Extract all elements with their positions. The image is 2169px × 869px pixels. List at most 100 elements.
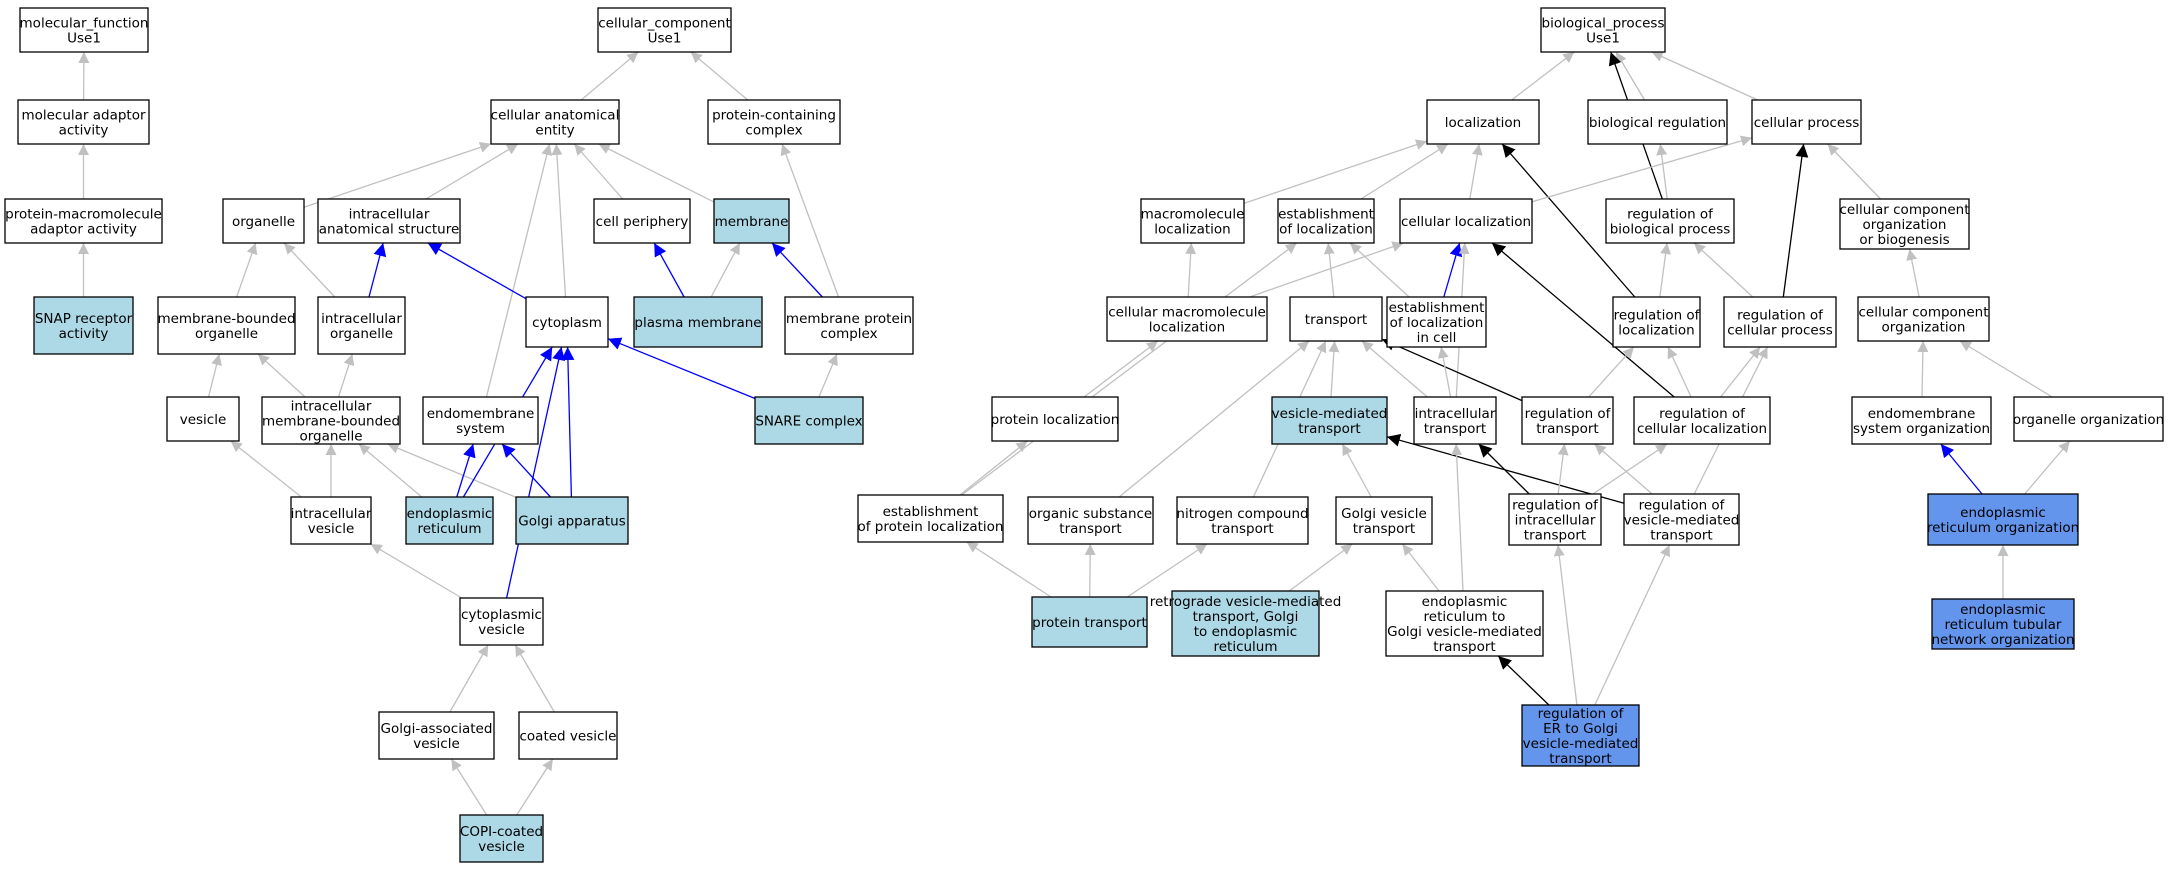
edge-golgi-assoc-vesicle-to-cytoplasmic-vesicle bbox=[449, 644, 489, 713]
node-label-line: establishment bbox=[883, 504, 979, 520]
edge-endomembrane-sys-org-to-cc-organization bbox=[1917, 340, 1929, 398]
node-label-line: transport bbox=[1536, 421, 1598, 437]
edge-establish-prot-loc-to-protein-loc bbox=[959, 440, 1028, 496]
node-label-line: transport bbox=[1549, 751, 1611, 767]
node-label-line: cytoplasmic bbox=[461, 607, 542, 623]
node-box bbox=[19, 7, 149, 53]
node-label-line: regulation of bbox=[1659, 406, 1746, 422]
edge-reg-bio-process-to-bio-regulation bbox=[1656, 143, 1668, 200]
node-label-line: vesicle bbox=[413, 736, 460, 752]
edge-reg-er-to-golgi-to-reg-intracell-transport bbox=[1553, 544, 1578, 706]
node-label-line: Use1 bbox=[67, 31, 101, 47]
edge-intracell-mb-organelle-to-intracell-organelle bbox=[337, 353, 355, 398]
edge-transport-to-establish-loc bbox=[1323, 242, 1335, 298]
node-box bbox=[317, 296, 406, 355]
node-label-line: vesicle-mediated bbox=[1624, 513, 1740, 529]
node-label-line: intracellular bbox=[1515, 513, 1596, 529]
node-label-line: intracellular bbox=[1415, 406, 1496, 422]
node-label-line: endoplasmic bbox=[1960, 602, 2046, 618]
edge-membrane-bounded-organelle-to-organelle bbox=[235, 242, 258, 298]
edge-intracell-transport-to-transport bbox=[1361, 340, 1428, 398]
edge-er-to-golgi-transport-to-golgi-vesicle-transport bbox=[1401, 543, 1440, 592]
node-box bbox=[1031, 596, 1148, 648]
node-plasma-membrane: plasma membrane bbox=[633, 296, 763, 348]
node-label-line: adaptor activity bbox=[30, 222, 137, 238]
node-box bbox=[1508, 493, 1602, 546]
node-box bbox=[1612, 296, 1701, 348]
node-box bbox=[490, 99, 620, 145]
node-box bbox=[1857, 296, 1990, 342]
edge-golgi-apparatus-to-cytoplasm bbox=[561, 346, 575, 498]
node-box bbox=[518, 711, 618, 760]
node-label-line: localization bbox=[1618, 323, 1694, 339]
node-box bbox=[1140, 198, 1245, 244]
edge-organelle-org-to-cc-organization bbox=[1959, 340, 2053, 398]
edge-cellular-loc-to-localization bbox=[1469, 143, 1483, 200]
node-label-line: reticulum organization bbox=[1927, 520, 2079, 536]
edge-establish-loc-to-localization bbox=[1360, 143, 1449, 200]
node-label-line: regulation of bbox=[1639, 498, 1726, 514]
edge-reg-intracell-transport-to-reg-cell-loc bbox=[1592, 443, 1668, 495]
node-box bbox=[1277, 198, 1375, 244]
node-box bbox=[857, 494, 1004, 543]
node-label-line: of protein localization bbox=[857, 519, 1003, 535]
node-label-line: reticulum to bbox=[1424, 609, 1506, 625]
node-label-line: system bbox=[456, 421, 505, 437]
node-label-line: vesicle-mediated bbox=[1272, 406, 1388, 422]
node-box bbox=[1385, 590, 1544, 657]
edge-establish-loc-cell-to-cellular-loc bbox=[1443, 242, 1463, 298]
node-box bbox=[633, 296, 763, 348]
node-protein-transport: protein transport bbox=[1031, 596, 1148, 648]
node-box bbox=[1027, 496, 1154, 545]
node-label-line: vesicle bbox=[478, 839, 525, 855]
node-box bbox=[593, 198, 691, 244]
node-label-line: regulation of bbox=[1614, 308, 1701, 324]
node-box bbox=[166, 396, 240, 442]
node-box bbox=[33, 296, 134, 355]
edge-cytoplasm-to-intracell-anat-struct bbox=[427, 242, 527, 300]
node-label-line: regulation of bbox=[1737, 308, 1824, 324]
node-label-line: vesicle bbox=[180, 412, 227, 428]
node-label-line: transport bbox=[1353, 521, 1415, 537]
edge-bio-regulation-to-bp-use1 bbox=[1615, 51, 1646, 101]
node-box bbox=[1413, 396, 1497, 445]
node-box bbox=[1399, 198, 1533, 244]
node-label-line: organelle organization bbox=[2013, 412, 2164, 428]
node-label-line: intracellular bbox=[349, 207, 430, 223]
edge-vesicle-to-membrane-bounded-organelle bbox=[207, 353, 222, 398]
node-box bbox=[707, 99, 841, 145]
node-label-line: to endoplasmic bbox=[1194, 624, 1298, 640]
node-box bbox=[1426, 99, 1540, 145]
edge-cell-periphery-to-cell-anat-entity bbox=[573, 143, 624, 200]
edge-membrane-prot-complex-to-membrane bbox=[771, 242, 823, 298]
edge-intracell-organelle-to-intracell-anat-struct bbox=[368, 242, 387, 298]
edge-coated-vesicle-to-cytoplasmic-vesicle bbox=[514, 644, 555, 713]
node-label-line: reticulum bbox=[417, 521, 481, 537]
node-label-line: intracellular bbox=[291, 399, 372, 415]
edge-snare-complex-to-membrane-prot-complex bbox=[818, 353, 838, 398]
node-label-line: regulation of bbox=[1627, 207, 1714, 223]
node-label-line: membrane-bounded bbox=[157, 311, 295, 327]
node-label-line: endoplasmic bbox=[407, 506, 493, 522]
node-label-line: Use1 bbox=[1586, 31, 1620, 47]
node-label-line: SNARE complex bbox=[755, 414, 862, 430]
edge-cc-org-biogenesis-to-cellular-process bbox=[1827, 143, 1881, 200]
edge-reg-cellular-process-to-reg-bio-process bbox=[1693, 242, 1754, 298]
node-transport: transport bbox=[1289, 296, 1383, 342]
node-label-line: of localization bbox=[1390, 315, 1484, 331]
edge-cytoplasmic-vesicle-to-cytoplasm bbox=[505, 346, 566, 599]
node-box bbox=[1521, 704, 1640, 767]
node-box bbox=[317, 198, 461, 244]
